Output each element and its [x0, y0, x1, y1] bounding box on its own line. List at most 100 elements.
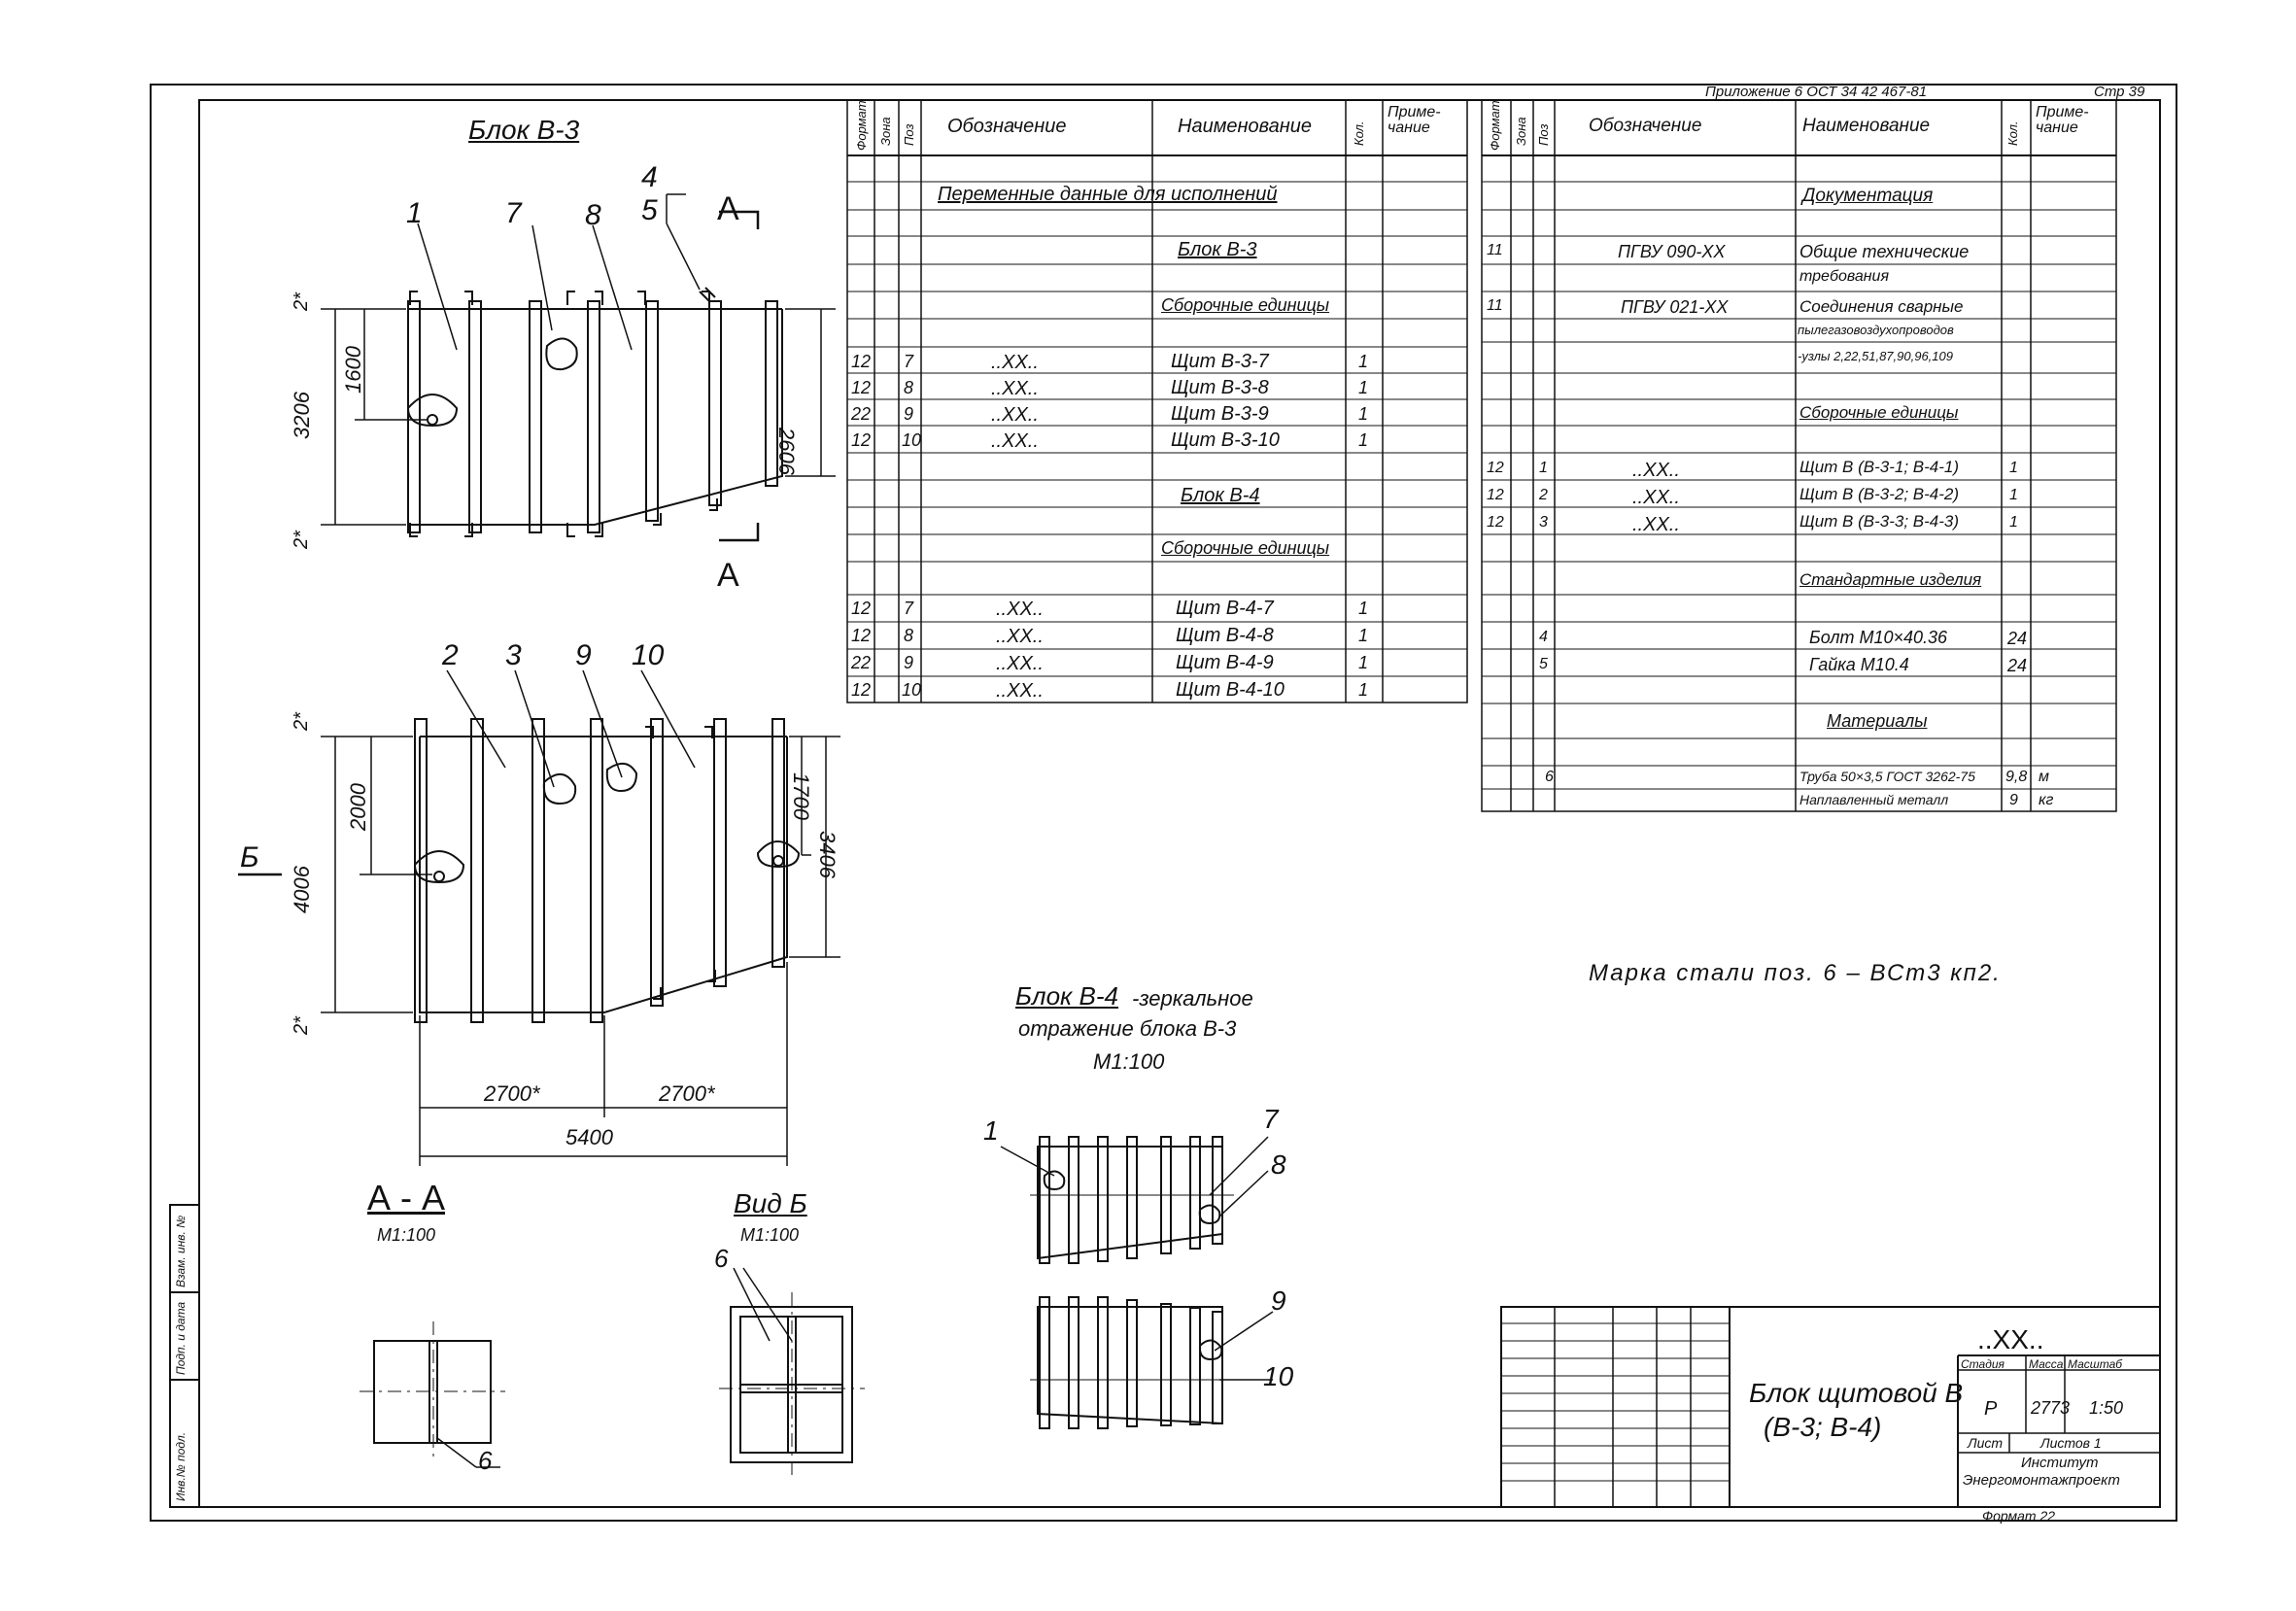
rt-r18-qty: 24: [2007, 656, 2028, 675]
lt-h-note: Приме-чание: [1388, 104, 1441, 136]
mirror-leader-8: 8: [1271, 1149, 1286, 1180]
vid-leader-6: 6: [714, 1244, 729, 1273]
lt-r19-qty: 1: [1358, 680, 1369, 700]
lt-r9-qty: 1: [1358, 404, 1369, 424]
rt-r12-desig: ..ХХ..: [1632, 514, 1680, 535]
lt-b3-section: Блок В-3: [1178, 239, 1257, 260]
side-stamp: [169, 1204, 200, 1508]
rt-r11-name: Щит В (В-3-2; В-4-2): [1799, 485, 1959, 503]
steel-note: Марка стали поз. 6 – ВСт3 кп2.: [1589, 960, 2002, 986]
lt-r7-qty: 1: [1358, 352, 1369, 371]
rt-materials: Материалы: [1827, 711, 1928, 731]
lt-r18-name: Щит В-4-9: [1176, 652, 1274, 673]
mirror-title: Блок В-4: [1015, 981, 1119, 1011]
rt-r12-qty: 1: [2009, 514, 2018, 531]
rt-r22-name: Труба 50×3,5 ГОСТ 3262-75: [1799, 769, 1975, 784]
lt-r17-name: Щит В-4-8: [1176, 625, 1274, 646]
lt-b3-assembly: Сборочные единицы: [1161, 295, 1330, 315]
rt-h-qty: Кол.: [2005, 120, 2020, 146]
lt-r19-format: 12: [851, 680, 872, 700]
mirror-views: [1000, 1136, 1274, 1429]
rt-h-zone: Зона: [1514, 117, 1528, 146]
b3-dim-right: 2606: [774, 428, 799, 475]
view-mark-b: Б: [240, 841, 259, 874]
title-block-grid: [1500, 1306, 2161, 1508]
side-stamp-replace: Взам. инв. №: [174, 1215, 188, 1287]
title-block-rows: [1501, 1322, 1730, 1482]
b4-leader-9: 9: [575, 639, 592, 671]
rt-r23-qty: 9: [2009, 792, 2018, 808]
tb-org-1: Институт: [2021, 1455, 2099, 1471]
lt-h-qty: Кол.: [1352, 120, 1366, 146]
mirror-leader-1: 1: [983, 1115, 999, 1146]
tb-format: Формат 22: [1982, 1508, 2056, 1524]
rt-r3-format: 11: [1487, 242, 1503, 258]
lt-r8-pos: 8: [904, 378, 914, 397]
tb-col-scale: Масштаб: [2068, 1357, 2123, 1371]
lt-r10-format: 12: [851, 430, 872, 450]
b4-dim-right-inner: 1700: [789, 772, 813, 820]
rt-h-designation: Обозначение: [1589, 116, 1702, 136]
rt-r11-qty: 1: [2009, 487, 2018, 503]
b4-dim-total: 5400: [565, 1125, 613, 1149]
lt-r17-format: 12: [851, 626, 872, 645]
mirror-line-3: М1:100: [1093, 1049, 1165, 1074]
left-table-rows: [847, 181, 1467, 677]
rt-r17-name: Болт М10×40.36: [1809, 628, 1948, 647]
rt-r18-name: Гайка М10.4: [1809, 655, 1909, 674]
tb-mass: 2773: [2031, 1398, 2071, 1418]
view-b: [719, 1267, 865, 1477]
lt-r19-pos: 10: [902, 680, 922, 700]
b4-dim-height: 4006: [290, 866, 314, 913]
rt-r23-name: Наплавленный металл: [1799, 792, 1949, 807]
b4-dim-right: 3406: [815, 831, 840, 878]
lt-r10-desig: ..ХХ..: [991, 430, 1039, 452]
tb-sheet: Лист: [1968, 1435, 2004, 1451]
rt-r4-name: требования: [1799, 268, 1889, 285]
rt-r22-qty: 9,8: [2005, 769, 2028, 785]
tb-sheets: Листов 1: [2040, 1435, 2102, 1451]
rt-standard-items: Стандартные изделия: [1799, 570, 1982, 589]
b3-leader-1: 1: [406, 197, 423, 229]
b3-leader-8: 8: [585, 199, 601, 231]
lt-r7-desig: ..ХХ..: [991, 352, 1039, 373]
section-aa: [360, 1321, 505, 1468]
vid-title: Вид Б: [734, 1188, 807, 1218]
rt-r10-qty: 1: [2009, 460, 2018, 476]
lt-r8-qty: 1: [1358, 378, 1369, 397]
rt-r10-pos: 1: [1539, 460, 1548, 476]
lt-r10-qty: 1: [1358, 430, 1369, 450]
lt-h-designation: Обозначение: [947, 116, 1067, 137]
lt-h-format: Формат: [854, 100, 869, 151]
rt-r3-desig: ПГВУ 090-ХХ: [1618, 242, 1726, 261]
lt-r9-name: Щит В-3-9: [1171, 403, 1269, 425]
b4-dim-gap-bottom: 2*: [291, 1016, 312, 1035]
b4-leader-3: 3: [505, 639, 522, 671]
tb-org-2: Энергомонтажпроект: [1963, 1472, 2120, 1489]
lt-r10-pos: 10: [902, 430, 922, 450]
rt-r12-name: Щит В (В-3-3; В-4-3): [1799, 512, 1959, 531]
b3-dim-inner: 1600: [341, 346, 365, 394]
rt-r10-name: Щит В (В-3-1; В-4-1): [1799, 458, 1959, 476]
mirror-line-1: -зеркальное: [1132, 986, 1253, 1011]
lt-b4-section: Блок В-4: [1181, 485, 1260, 506]
lt-r8-format: 12: [851, 378, 872, 397]
tb-col-stage: Стадия: [1961, 1357, 2005, 1371]
mirror-leader-7: 7: [1263, 1104, 1279, 1134]
lt-r18-pos: 9: [904, 653, 914, 672]
lt-r17-qty: 1: [1358, 626, 1369, 645]
rt-h-name: Наименование: [1802, 116, 1931, 136]
lt-variable-data: Переменные данные для исполнений: [938, 184, 1278, 205]
lt-b4-assembly: Сборочные единицы: [1161, 538, 1330, 558]
lt-r9-format: 22: [851, 404, 872, 424]
rt-h-note: Приме-чание: [2036, 104, 2089, 136]
rt-r7-name: -узлы 2,22,51,87,90,96,109: [1798, 349, 1953, 363]
lt-r16-qty: 1: [1358, 599, 1369, 618]
block-b3-drawing: [321, 193, 836, 542]
rt-r10-format: 12: [1487, 460, 1504, 476]
vid-scale: М1:100: [740, 1225, 800, 1245]
tb-col-mass: Масса: [2029, 1357, 2064, 1371]
rt-r10-desig: ..ХХ..: [1632, 460, 1680, 481]
